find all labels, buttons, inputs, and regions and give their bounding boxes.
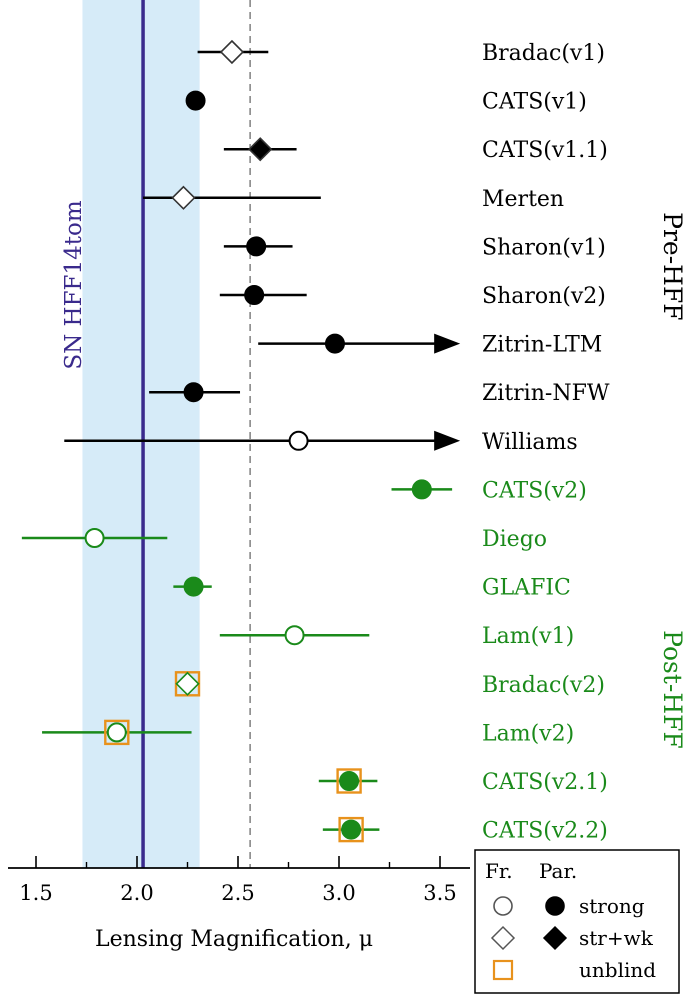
x-tick-label: 3.5: [423, 881, 456, 905]
data-point: [288, 430, 309, 451]
observed-band: [82, 0, 200, 868]
data-point: [244, 285, 265, 305]
x-tick-label: 2.5: [221, 881, 254, 905]
legend-label: unblind: [579, 958, 656, 982]
model-label: Merten: [482, 187, 564, 212]
legend-box: [474, 849, 680, 994]
model-label: Lam(v1): [482, 624, 574, 649]
model-label: Sharon(v1): [482, 235, 606, 260]
legend-header-free: Fr.: [485, 859, 513, 883]
data-point: [185, 90, 206, 111]
legend-header-parametric: Par.: [539, 859, 577, 883]
data-point: [175, 671, 200, 696]
model-label: Williams: [482, 430, 578, 455]
data-point: [84, 528, 105, 548]
model-label: Bradac(v2): [482, 673, 605, 698]
data-point: [219, 39, 245, 65]
unblind-square: [338, 816, 364, 843]
model-label: Zitrin-LTM: [482, 333, 602, 358]
legend-label: strong: [579, 894, 645, 918]
data-point: [324, 333, 345, 354]
data-point: [246, 236, 267, 257]
legend-unblind-square: [492, 959, 514, 981]
model-label: CATS(v2): [482, 478, 587, 503]
x-tick-label: 1.5: [19, 881, 52, 905]
legend-filled-circle: [545, 896, 565, 916]
data-point: [106, 722, 127, 743]
arrow-head: [434, 430, 461, 451]
model-label: Zitrin-NFW: [482, 381, 610, 406]
data-point: [341, 819, 362, 840]
observed-label: SN HFF14tom: [61, 200, 87, 370]
data-point: [284, 625, 305, 646]
x-axis-label: Lensing Magnification, μ: [95, 927, 373, 952]
data-point: [183, 382, 204, 403]
legend-open-diamond: [490, 925, 516, 951]
unblind-square: [104, 719, 130, 746]
group-label-post: Post-HFF: [658, 630, 685, 749]
data-point: [339, 771, 360, 791]
model-label: Sharon(v2): [482, 284, 606, 309]
arrow-head: [434, 333, 461, 354]
data-point: [183, 576, 204, 597]
x-tick-label: 3.0: [322, 881, 355, 905]
model-label: CATS(v1): [482, 90, 587, 115]
group-label-pre: Pre-HFF: [658, 212, 685, 321]
data-point: [171, 185, 196, 210]
model-label: CATS(v2.1): [482, 770, 608, 795]
model-label: GLAFIC: [482, 576, 571, 601]
data-point: [248, 137, 273, 162]
unblind-square: [336, 768, 362, 794]
model-label: CATS(v2.2): [482, 819, 608, 844]
data-point: [411, 479, 432, 500]
model-label: Bradac(v1): [482, 41, 605, 66]
model-label: Lam(v2): [482, 721, 574, 746]
legend-filled-diamond: [542, 925, 568, 951]
model-label: CATS(v1.1): [482, 138, 608, 163]
legend-label: str+wk: [579, 926, 654, 950]
x-tick-label: 2.0: [120, 881, 153, 905]
legend-open-circle: [493, 896, 513, 916]
model-label: Diego: [482, 527, 547, 552]
